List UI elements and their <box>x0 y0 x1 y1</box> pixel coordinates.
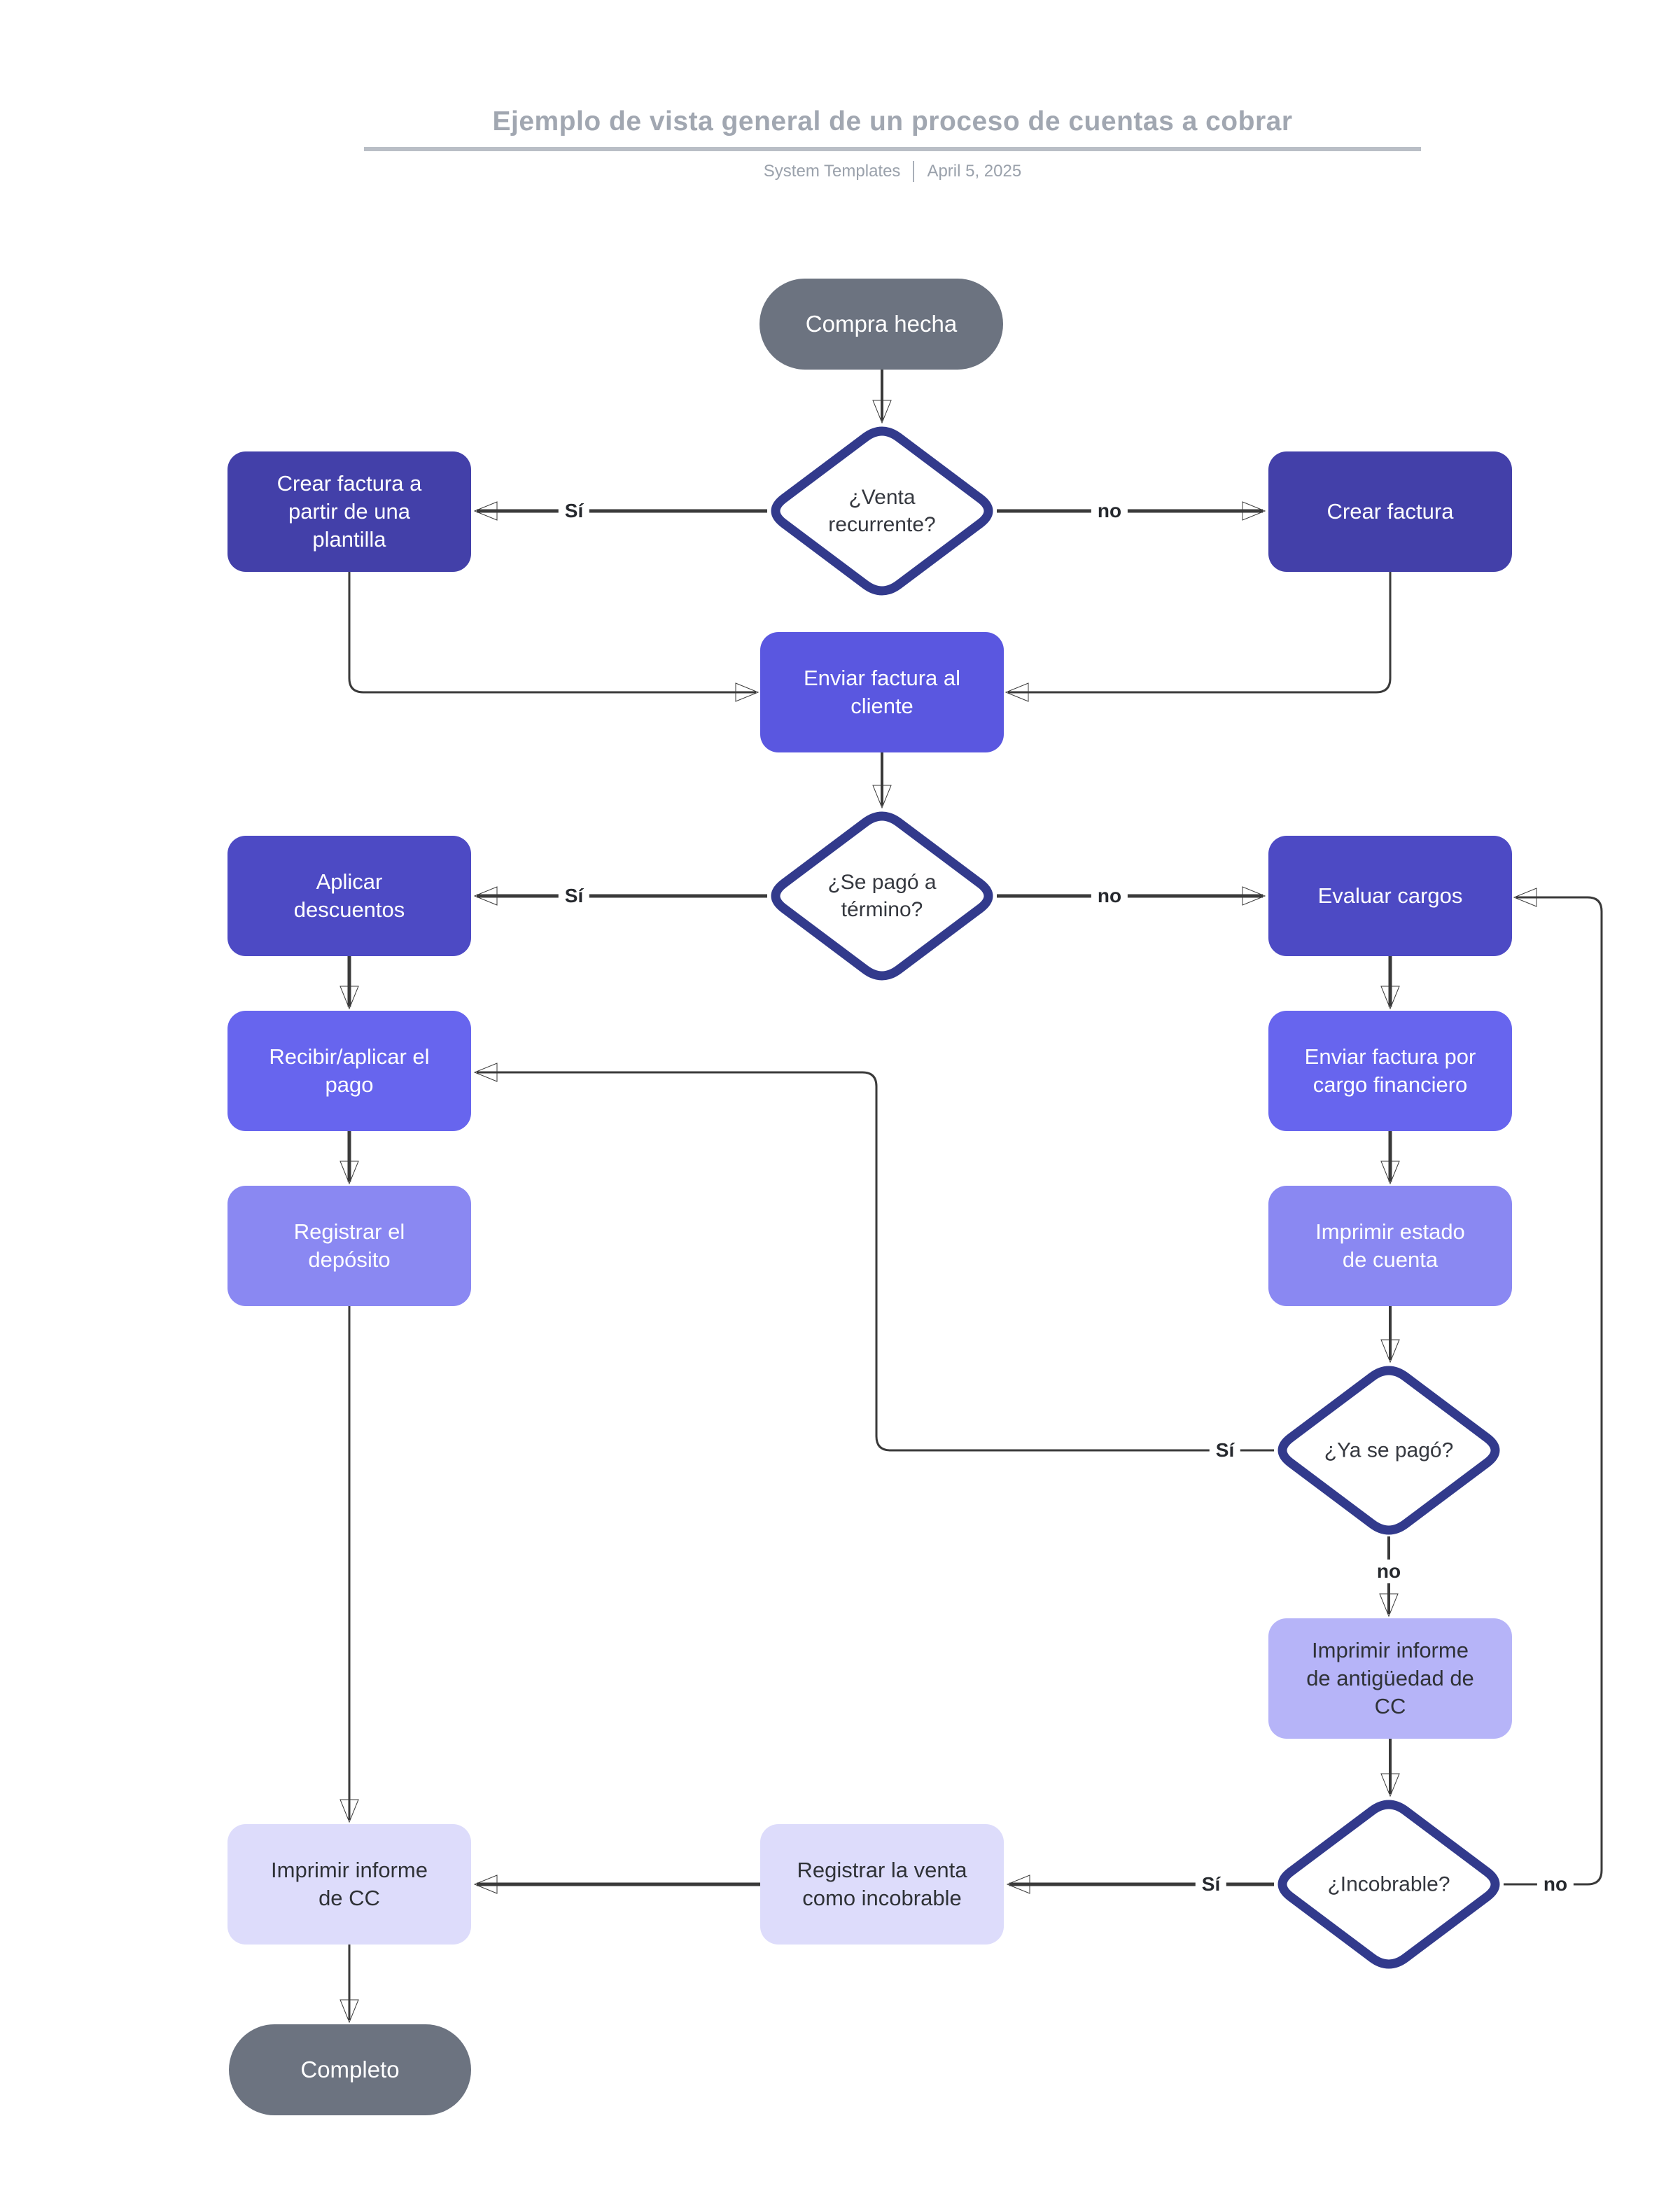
node-enviar-cargo: Enviar factura por cargo financiero <box>1268 1011 1512 1131</box>
node-enviar-cliente-label: Enviar factura al cliente <box>804 666 960 718</box>
date-label: April 5, 2025 <box>927 162 1022 181</box>
title-underline <box>364 147 1421 151</box>
edge-incobrable-no <box>1504 897 1603 1886</box>
byline-divider <box>913 161 915 182</box>
edge-label-termino-si: Sí <box>558 884 590 908</box>
node-enviar-cargo-label: Enviar factura por cargo financiero <box>1304 1044 1476 1097</box>
decision-yasepago-label: ¿Ya se pagó? <box>1324 1438 1454 1462</box>
node-registrar-incobrable: Registrar la venta como incobrable <box>760 1824 1004 1945</box>
node-imprimir-cc-label: Imprimir informe de CC <box>271 1858 428 1910</box>
node-start: Compra hecha <box>760 279 1003 370</box>
page-title: Ejemplo de vista general de un proceso d… <box>492 106 1293 136</box>
edge-label-yasepago-si: Sí <box>1209 1438 1241 1462</box>
edge-label-incobrable-no: no <box>1536 1872 1574 1896</box>
node-end-label: Completo <box>300 2057 400 2082</box>
node-crear-plantilla: Crear factura a partir de una plantilla <box>227 451 471 572</box>
node-enviar-cliente: Enviar factura al cliente <box>760 632 1004 752</box>
edge-label-incobrable-si: Sí <box>1195 1872 1227 1896</box>
node-registrar-incobrable-label: Registrar la venta como incobrable <box>797 1858 967 1910</box>
decision-venta-label: ¿Venta recurrente? <box>828 486 936 536</box>
byline: System Templates April 5, 2025 <box>364 161 1421 182</box>
decision-venta-shape <box>771 426 993 596</box>
node-crear-plantilla-label: Crear factura a partir de una plantilla <box>276 471 422 552</box>
node-aplicar-descuentos: Aplicar descuentos <box>227 836 471 956</box>
node-registrar-deposito-label: Registrar el depósito <box>293 1219 405 1272</box>
node-aplicar-descuentos-label: Aplicar descuentos <box>293 869 405 922</box>
node-imprimir-estado: Imprimir estado de cuenta <box>1268 1186 1512 1306</box>
decision-yasepago-shape <box>1278 1366 1500 1535</box>
node-imprimir-antiguedad: Imprimir informe de antigüedad de CC <box>1268 1618 1512 1739</box>
edge-label-termino-no: no <box>1091 884 1128 908</box>
document-header: Ejemplo de vista general de un proceso d… <box>364 106 1421 182</box>
edge-label-venta-no: no <box>1091 499 1128 523</box>
node-imprimir-antiguedad-label: Imprimir informe de antigüedad de CC <box>1306 1638 1474 1718</box>
edge-factura-to-enviar <box>1008 572 1392 692</box>
node-registrar-deposito: Registrar el depósito <box>227 1186 471 1306</box>
edge-plantilla-to-enviar <box>348 572 756 692</box>
edge-label-yasepago-no: no <box>1370 1560 1408 1583</box>
node-evaluar-cargos-label: Evaluar cargos <box>1317 883 1463 909</box>
node-start-label: Compra hecha <box>805 311 958 337</box>
decision-incobrable-label: ¿Incobrable? <box>1327 1872 1450 1896</box>
edge-yasepago-si <box>477 1072 1274 1452</box>
edge-label-venta-si: Sí <box>558 499 590 523</box>
node-imprimir-estado-label: Imprimir estado de cuenta <box>1315 1219 1465 1272</box>
node-crear-factura: Crear factura <box>1268 451 1512 572</box>
node-imprimir-cc: Imprimir informe de CC <box>227 1824 471 1945</box>
node-end: Completo <box>229 2024 471 2115</box>
decision-termino-label: ¿Se pagó a término? <box>827 871 937 921</box>
decision-termino-shape <box>771 811 993 981</box>
node-recibir-pago: Recibir/aplicar el pago <box>227 1011 471 1131</box>
decision-incobrable-shape <box>1278 1800 1500 1969</box>
node-evaluar-cargos: Evaluar cargos <box>1268 836 1512 956</box>
node-crear-factura-label: Crear factura <box>1326 499 1454 524</box>
author-label: System Templates <box>763 162 901 181</box>
node-recibir-pago-label: Recibir/aplicar el pago <box>269 1044 430 1097</box>
